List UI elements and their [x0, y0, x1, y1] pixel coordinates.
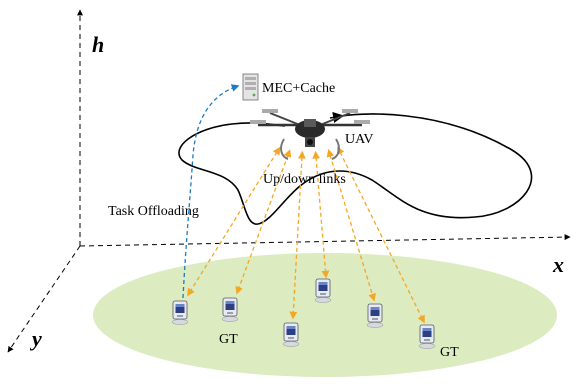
link-6	[337, 146, 425, 324]
mobile-terminal-icon	[314, 278, 332, 303]
mobile-terminal-icon	[418, 324, 436, 349]
task-offloading-label: Task Offloading	[108, 204, 199, 219]
x-axis-label: x	[552, 252, 564, 277]
link-2	[235, 149, 292, 295]
gt-label-left: GT	[219, 332, 238, 347]
drone-icon	[250, 109, 370, 160]
mobile-terminal-icon	[221, 297, 239, 322]
y-axis-line	[7, 245, 81, 353]
h-axis-label: h	[92, 32, 104, 57]
mec-cache-label: MEC+Cache	[262, 81, 335, 96]
x-axis-line	[79, 234, 571, 247]
mobile-terminal-icon	[282, 322, 300, 347]
uav-trajectory	[178, 113, 533, 225]
uav-label: UAV	[345, 132, 374, 147]
gt-label-right: GT	[440, 345, 459, 360]
mobile-terminal-icon	[366, 303, 384, 328]
up-down-links	[187, 146, 425, 324]
mobile-terminal-icon	[171, 300, 189, 325]
y-axis-label: y	[29, 326, 42, 351]
link-4	[312, 150, 330, 279]
link-3	[289, 150, 306, 320]
server-icon	[242, 73, 259, 101]
links-label: Up/down links	[263, 172, 346, 187]
